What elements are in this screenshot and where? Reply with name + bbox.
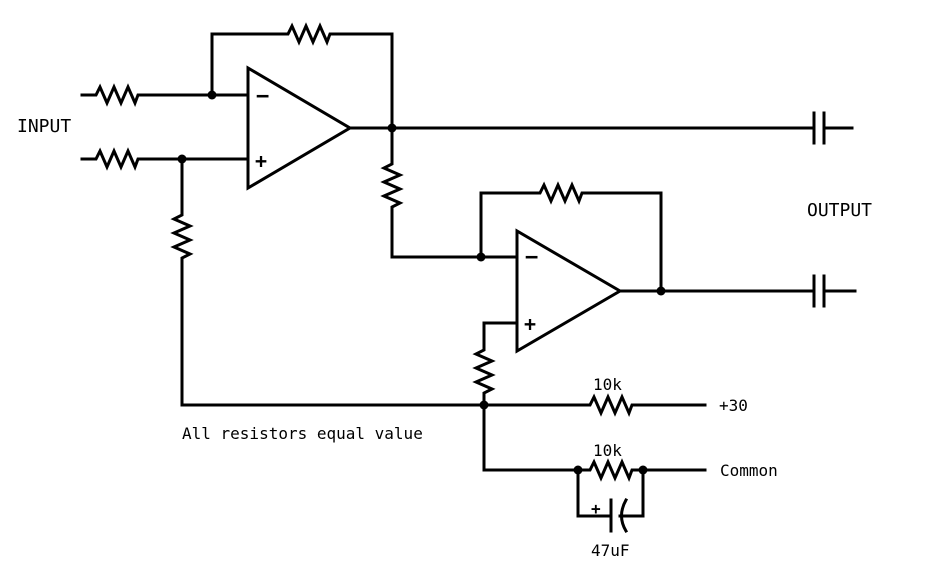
capacitor-plus-sign: + bbox=[591, 499, 601, 518]
opamp2-minus-sign: − bbox=[525, 245, 538, 270]
resistor-supply-value: 10k bbox=[593, 375, 622, 394]
capacitor-47uf: + bbox=[576, 468, 645, 534]
note-text: All resistors equal value bbox=[182, 424, 423, 443]
output-capacitor-bottom bbox=[812, 274, 857, 308]
feedback-resistor-amp2 bbox=[479, 181, 663, 293]
input-resistor-top bbox=[80, 83, 214, 107]
bias-resistor-amp1 bbox=[170, 157, 486, 407]
junction-dot bbox=[207, 90, 217, 100]
junction-dot bbox=[177, 154, 187, 164]
junction-dot bbox=[573, 465, 583, 475]
opamp-2: − + bbox=[515, 228, 623, 354]
junction-dot bbox=[476, 252, 486, 262]
junction-dot bbox=[638, 465, 648, 475]
junction-dot bbox=[387, 123, 397, 133]
junction-dots bbox=[177, 90, 666, 475]
coupling-resistor-amp1-amp2 bbox=[380, 126, 519, 259]
supply-label: +30 bbox=[719, 396, 748, 415]
opamp1-minus-sign: − bbox=[256, 84, 269, 109]
feedback-resistor-amp1 bbox=[210, 22, 394, 130]
input-resistor-bottom bbox=[80, 147, 250, 171]
output-label: OUTPUT bbox=[807, 200, 873, 221]
resistor-10k-supply bbox=[482, 393, 707, 417]
opamp2-plus-sign: + bbox=[524, 312, 536, 336]
input-label: INPUT bbox=[17, 116, 72, 137]
junction-dot bbox=[656, 286, 666, 296]
capacitor-value: 47uF bbox=[591, 541, 630, 560]
bias-resistor-amp2 bbox=[472, 321, 519, 407]
opamp-1: − + bbox=[246, 65, 353, 191]
opamp1-plus-sign: + bbox=[255, 149, 267, 173]
resistor-common-value: 10k bbox=[593, 441, 622, 460]
common-label: Common bbox=[720, 461, 778, 480]
junction-dot bbox=[479, 400, 489, 410]
output-capacitor-top bbox=[812, 111, 854, 145]
